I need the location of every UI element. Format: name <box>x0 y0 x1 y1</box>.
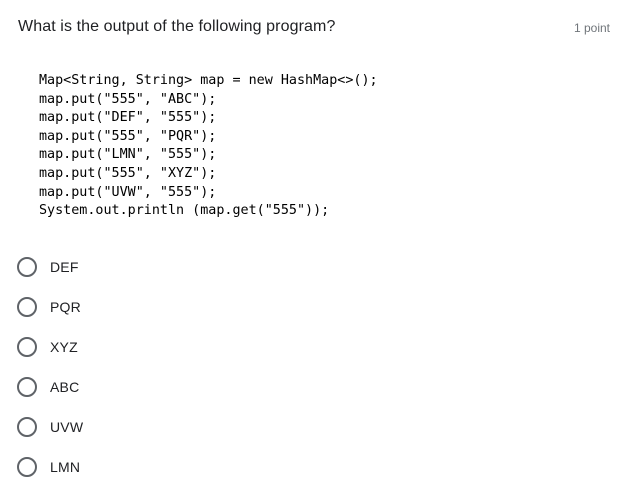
option-abc[interactable]: ABC <box>17 367 83 407</box>
code-line: map.put("UVW", "555"); <box>39 184 217 200</box>
code-line: map.put("LMN", "555"); <box>39 147 217 163</box>
option-label: DEF <box>50 259 79 275</box>
code-line: System.out.println (map.get("555")); <box>39 203 330 219</box>
code-line: map.put("555", "ABC"); <box>39 91 217 107</box>
option-lmn[interactable]: LMN <box>17 447 83 487</box>
option-label: LMN <box>50 459 81 475</box>
radio-circle-icon[interactable] <box>17 337 37 357</box>
code-snippet: Map<String, String> map = new HashMap<>(… <box>39 72 378 221</box>
code-line: Map<String, String> map = new HashMap<>(… <box>39 73 378 88</box>
option-label: ABC <box>50 379 80 395</box>
radio-circle-icon[interactable] <box>17 297 37 317</box>
code-line: map.put("555", "XYZ"); <box>39 165 217 181</box>
code-line: map.put("555", "PQR"); <box>39 128 217 144</box>
option-label: XYZ <box>50 339 78 355</box>
answer-options: DEF PQR XYZ ABC UVW LMN <box>17 247 83 487</box>
radio-circle-icon[interactable] <box>17 257 37 277</box>
radio-circle-icon[interactable] <box>17 457 37 477</box>
radio-circle-icon[interactable] <box>17 417 37 437</box>
code-line: map.put("DEF", "555"); <box>39 110 217 126</box>
option-def[interactable]: DEF <box>17 247 83 287</box>
radio-circle-icon[interactable] <box>17 377 37 397</box>
option-uvw[interactable]: UVW <box>17 407 83 447</box>
points-label: 1 point <box>573 21 610 35</box>
option-label: PQR <box>50 299 81 315</box>
option-pqr[interactable]: PQR <box>17 287 83 327</box>
option-label: UVW <box>50 419 84 435</box>
question-header: What is the output of the following prog… <box>18 15 610 40</box>
option-xyz[interactable]: XYZ <box>17 327 83 367</box>
question-title: What is the output of the following prog… <box>18 18 336 35</box>
